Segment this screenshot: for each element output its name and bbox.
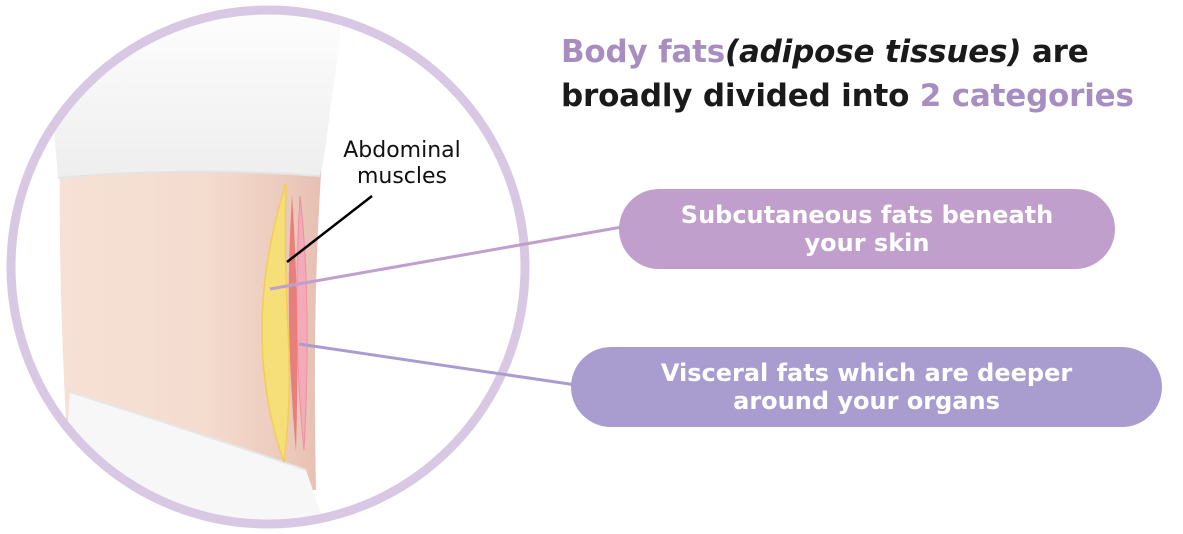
headline-two-categories: 2 categories <box>919 78 1134 114</box>
headline-middle: are broadly divided into <box>561 34 1089 114</box>
muscle-pointer-line <box>286 195 373 263</box>
subcutaneous-fat-pill: Subcutaneous fats beneath your skin <box>619 189 1115 269</box>
muscle-label-line1: Abdominal <box>343 138 461 163</box>
visceral-fat-layer <box>296 195 308 451</box>
subcutaneous-line2: your skin <box>804 229 930 257</box>
headline-body-fats: Body fats <box>561 34 725 70</box>
circle-frame <box>6 5 530 529</box>
visceral-line1: Visceral fats which are deeper <box>660 359 1073 387</box>
muscle-label-line2: muscles <box>356 164 448 189</box>
subcutaneous-pointer-line <box>269 225 623 291</box>
abdominal-muscles-label: Abdominal muscles <box>322 138 482 190</box>
visceral-line2: around your organs <box>733 387 1000 415</box>
visceral-pointer-line <box>298 342 577 387</box>
subcutaneous-line1: Subcutaneous fats beneath <box>680 201 1054 229</box>
torso-skin <box>59 160 322 490</box>
headline-adipose: (adipose tissues) <box>725 34 1022 70</box>
headline: Body fats(adipose tissues) are broadly d… <box>561 30 1171 118</box>
subcutaneous-fat-layer <box>261 182 291 463</box>
visceral-fat-pill: Visceral fats which are deeper around yo… <box>571 347 1162 427</box>
